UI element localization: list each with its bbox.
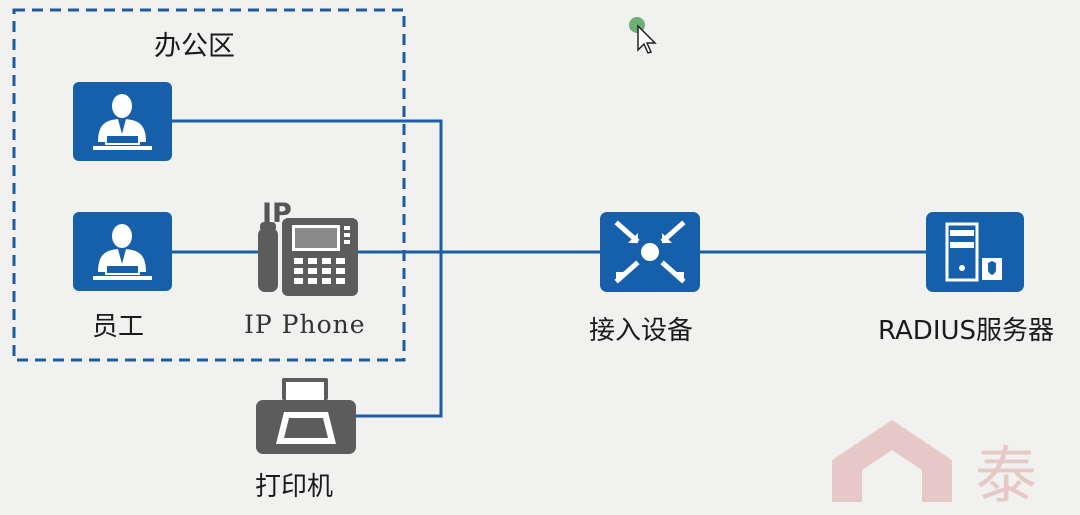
- office-zone-title: 办公区: [154, 31, 235, 62]
- printer-label: 打印机: [255, 472, 334, 502]
- employee-label: 员工: [92, 312, 145, 342]
- access-device-label: 接入设备: [589, 316, 694, 346]
- mouse-cursor-icon: [629, 17, 657, 54]
- office-zone-border: [12, 8, 406, 362]
- watermark-text: 泰: [975, 439, 1038, 512]
- ip-phone-label: IP Phone: [244, 310, 366, 339]
- link-employee-top: [172, 119, 443, 418]
- watermark-logo: [832, 420, 952, 502]
- connection-lines: [172, 119, 926, 418]
- printer-icon: [256, 378, 356, 454]
- ip-mark-label: IP: [262, 198, 292, 229]
- radius-server-label: RADIUS服务器: [878, 316, 1055, 346]
- radius-server-icon: [926, 212, 1024, 292]
- employee-icon: [73, 212, 172, 291]
- access-switch-icon: [600, 212, 700, 292]
- ip-phone-icon: [258, 218, 358, 296]
- network-diagram: [12, 8, 1024, 502]
- employee-top-icon: [73, 82, 172, 161]
